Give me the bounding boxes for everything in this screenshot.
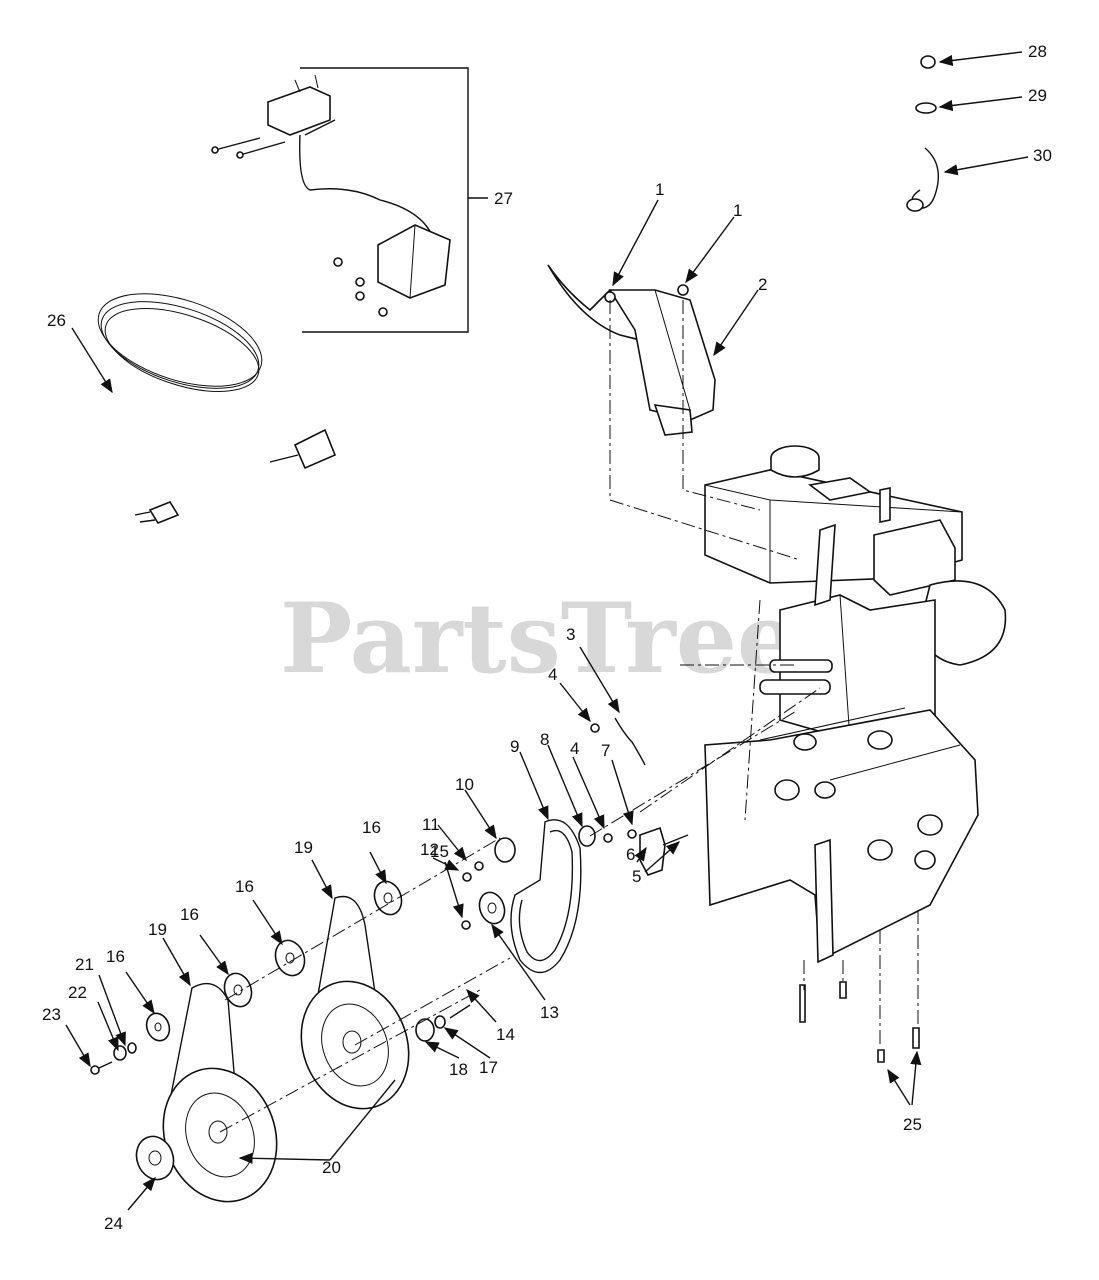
hub-24 (135, 1135, 175, 1181)
callout-26: 26 (47, 311, 66, 330)
callout-24: 24 (104, 1214, 123, 1233)
leaders (65, 51, 1029, 1211)
callout-8: 8 (540, 730, 549, 749)
callout-13: 13 (540, 1003, 559, 1022)
callout-11: 11 (422, 815, 440, 834)
engine (704, 445, 1007, 741)
kit-bracket (300, 67, 469, 333)
callout-10: 10 (455, 775, 474, 794)
callout-23: 23 (42, 1005, 61, 1024)
callout-15: 15 (430, 842, 449, 861)
callout-12: 12 (420, 840, 439, 859)
callout-27: 27 (494, 189, 513, 208)
callout-20: 20 (322, 1158, 341, 1177)
callout-28: 28 (1028, 42, 1047, 61)
small-hardware (90, 284, 920, 1075)
callout-6: 6 (626, 845, 635, 864)
washers (113, 825, 596, 1061)
callout-25: 25 (903, 1115, 922, 1134)
callout-16-fourth: 16 (106, 947, 125, 966)
hairpin-30 (906, 147, 939, 212)
callout-3: 3 (566, 625, 575, 644)
center-lines (219, 300, 919, 1133)
nut-28 (920, 55, 936, 69)
callout-5: 5 (632, 867, 641, 886)
callout-4-second: 4 (570, 739, 579, 758)
callout-16: 16 (362, 818, 381, 837)
callout-1: 1 (655, 180, 664, 199)
callout-19-second: 19 (148, 920, 167, 939)
callout-16-second: 16 (235, 877, 254, 896)
callout-1-second: 1 (733, 201, 742, 220)
belt-cover (547, 264, 716, 436)
callout-16-third: 16 (180, 905, 199, 924)
callout-21: 21 (75, 955, 94, 974)
watermark: PartsTree (280, 582, 798, 695)
callout-2: 2 (758, 275, 767, 294)
callout-labels: 28 29 30 27 26 1 1 2 3 4 4 5 6 7 8 9 10 … (42, 42, 1052, 1233)
callout-17: 17 (479, 1058, 498, 1077)
callout-9: 9 (510, 737, 519, 756)
callout-30: 30 (1033, 146, 1052, 165)
callout-7: 7 (601, 741, 610, 760)
callout-22: 22 (68, 983, 87, 1002)
pulley-20-lower (162, 1067, 278, 1203)
callout-29: 29 (1028, 86, 1047, 105)
frame-plate (704, 707, 979, 964)
callout-19: 19 (294, 838, 313, 857)
callout-4: 4 (548, 665, 557, 684)
washer-29 (915, 102, 937, 114)
belt-9 (510, 819, 582, 974)
extension-cord (97, 293, 337, 524)
callout-14: 14 (496, 1025, 515, 1044)
starter-kit (211, 74, 451, 317)
callout-18: 18 (449, 1060, 468, 1079)
